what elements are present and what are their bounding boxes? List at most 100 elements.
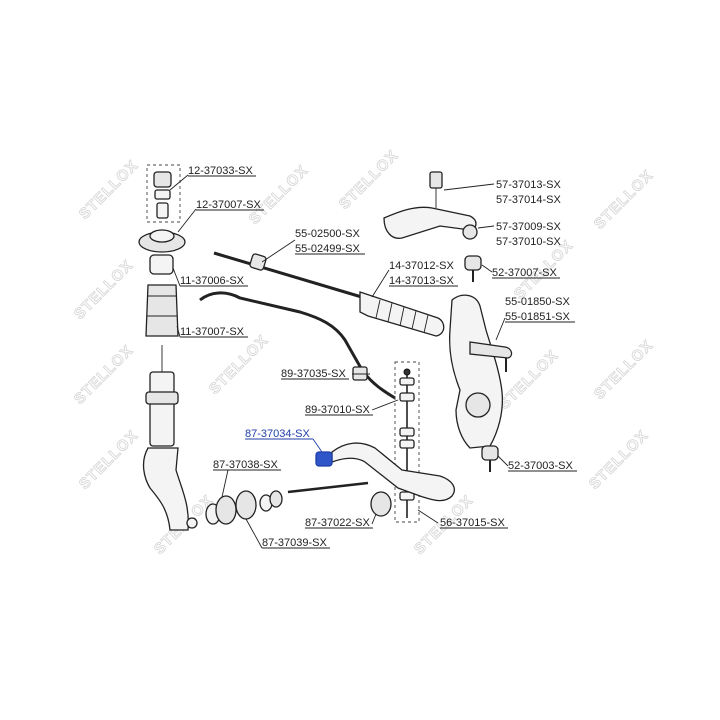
- spring-seat: [145, 391, 179, 405]
- boot-rib: [399, 306, 405, 327]
- bolt-part: [186, 517, 198, 529]
- leader-line: [371, 513, 377, 525]
- label-55-01850: 55-01850-SX: [505, 296, 570, 308]
- shock-absorber-part: [149, 371, 175, 447]
- label-56-37015: 56-37015-SX: [440, 517, 505, 529]
- bearing-part: [156, 202, 169, 219]
- rod-bushing-part: [215, 495, 237, 525]
- nut-part: [403, 368, 411, 376]
- leader-line: [495, 317, 506, 341]
- knuckle-bracket-part: [142, 447, 189, 531]
- washer-part: [399, 427, 415, 437]
- strut-assembly: 12-37033-SX 12-37007-SX 11-37006-SX 11-3…: [138, 164, 264, 531]
- stabilizer-bar-part: [199, 291, 396, 400]
- lower-control-arm-part: [331, 442, 455, 502]
- label-87-37038: 87-37038-SX: [213, 459, 278, 471]
- label-14-37013: 14-37013-SX: [389, 275, 454, 287]
- rack-boot-part: [359, 291, 445, 337]
- label-11-37006: 11-37006-SX: [180, 275, 245, 287]
- stabilizer-link-assembly: 89-37010-SX: [305, 361, 420, 523]
- tie-rod-end-part: [469, 341, 513, 359]
- dust-boot-part: [145, 284, 179, 337]
- label-52-37003: 52-37003-SX: [508, 460, 573, 472]
- label-57-37014: 57-37014-SX: [496, 194, 561, 206]
- boot-rib: [423, 314, 429, 334]
- watermark: STELLOX: [71, 342, 137, 408]
- stabilizer-bushing-part: [352, 366, 368, 381]
- washer-part: [399, 377, 415, 386]
- group-box: [146, 164, 181, 223]
- label-87-37034[interactable]: 87-37034-SX: [245, 428, 310, 440]
- arm-bushing-part: [462, 224, 478, 240]
- top-nut-part: [153, 171, 172, 188]
- leader-line: [371, 399, 399, 411]
- spacer-part: [269, 490, 283, 508]
- label-87-37039: 87-37039-SX: [262, 537, 327, 549]
- leader-line: [172, 267, 181, 287]
- label-57-37010: 57-37010-SX: [496, 236, 561, 248]
- upper-arm-assembly: 57-37013-SX 57-37014-SX 57-37009-SX 57-3…: [383, 171, 561, 282]
- label-87-37022: 87-37022-SX: [305, 517, 370, 529]
- leader-line: [477, 225, 495, 229]
- watermark: STELLOX: [336, 147, 402, 213]
- boot-rib: [387, 302, 393, 323]
- upper-ball-joint-part: [429, 171, 443, 189]
- watermark: STELLOX: [586, 427, 652, 493]
- leader-line: [371, 269, 390, 298]
- upper-control-arm-part: [383, 206, 477, 239]
- label-55-01851: 55-01851-SX: [505, 311, 570, 323]
- label-57-37013: 57-37013-SX: [496, 179, 561, 191]
- washer-part: [399, 439, 415, 449]
- label-57-37009: 57-37009-SX: [496, 221, 561, 233]
- boot-rib: [411, 310, 417, 330]
- leader-line: [177, 208, 197, 233]
- rod-bushing-part: [235, 490, 257, 520]
- leader-line: [443, 183, 495, 191]
- washer-part: [154, 189, 171, 200]
- tie-rod-part: [213, 251, 366, 300]
- leader-line: [497, 455, 509, 467]
- watermark: STELLOX: [76, 157, 142, 223]
- highlighted-bushing-part: [315, 451, 333, 467]
- ball-joint-part: [481, 445, 499, 461]
- washer-part: [399, 491, 415, 501]
- leader-line: [221, 469, 229, 498]
- steering-knuckle-assembly: 55-01850-SX 55-01851-SX 52-37003-SX: [448, 294, 577, 472]
- label-55-02499: 55-02499-SX: [295, 243, 360, 255]
- label-52-37007: 52-37007-SX: [492, 267, 557, 279]
- leader-line: [245, 518, 263, 549]
- label-89-37035: 89-37035-SX: [281, 368, 346, 380]
- label-12-37033: 12-37033-SX: [188, 165, 253, 177]
- bump-stop-part: [149, 254, 174, 275]
- leader-line: [481, 264, 493, 273]
- leader-line: [176, 325, 181, 338]
- strut-mount-top: [149, 229, 175, 243]
- washer-part: [399, 392, 415, 402]
- watermark: STELLOX: [246, 162, 312, 228]
- label-55-02500: 55-02500-SX: [295, 228, 360, 240]
- leader-line: [417, 509, 439, 524]
- hub-bore: [465, 392, 491, 418]
- tie-rod-joint-part: [249, 253, 267, 271]
- lower-arm-assembly: 87-37034-SX 87-37038-SX 87-37039-SX 87-3…: [205, 428, 508, 549]
- label-14-37012: 14-37012-SX: [389, 260, 454, 272]
- stabilizer-assembly: 89-37035-SX: [199, 291, 396, 400]
- watermark: STELLOX: [206, 332, 272, 398]
- steering-rack-assembly: 55-02500-SX 55-02499-SX 14-37012-SX 14-3…: [213, 228, 458, 337]
- label-89-37010: 89-37010-SX: [305, 404, 370, 416]
- steering-knuckle-part: [448, 294, 504, 449]
- watermark: STELLOX: [71, 257, 137, 323]
- leader-line: [261, 239, 296, 263]
- group-box: [394, 361, 420, 523]
- strut-rod-part: [287, 481, 369, 494]
- ball-joint-part: [464, 255, 482, 271]
- arm-bushing-part: [370, 491, 392, 517]
- leader-line: [169, 174, 189, 191]
- watermark: STELLOX: [591, 337, 657, 403]
- label-12-37007: 12-37007-SX: [196, 199, 261, 211]
- watermark: STELLOX: [76, 427, 142, 493]
- watermark: STELLOX: [591, 167, 657, 233]
- boot-rib: [375, 299, 381, 319]
- label-11-37007: 11-37007-SX: [180, 326, 245, 338]
